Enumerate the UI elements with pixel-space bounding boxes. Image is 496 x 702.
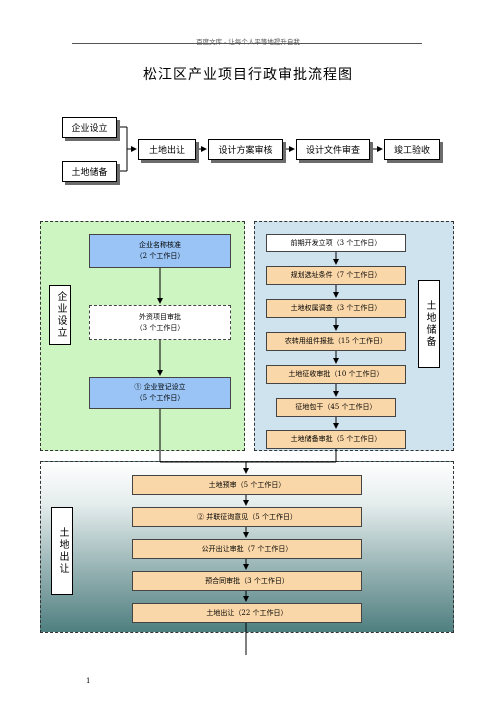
step-name: 企业名称核准	[139, 241, 181, 249]
top-land-transfer-box: 土地出让	[138, 139, 196, 160]
enterprise-step-3: ① 企业登记设立 （5 个工作日）	[89, 377, 231, 409]
land-transfer-step-2: ② 并联征询意见（5 个工作日）	[132, 507, 362, 527]
land-reserve-step-5: 土地征收审批（10 个工作日）	[266, 365, 406, 384]
land-reserve-step-6: 征地包干（45 个工作日）	[276, 398, 396, 417]
enterprise-step-1: 企业名称核准 （2 个工作日）	[89, 234, 231, 268]
land-reserve-step-7: 土地储备审批（5 个工作日）	[266, 430, 406, 449]
land-reserve-step-1: 前期开发立项（3 个工作日）	[266, 234, 406, 252]
enterprise-section-label: 企业设立	[49, 285, 71, 345]
land-transfer-step-4: 预合同审批（3 个工作日）	[132, 571, 362, 591]
land-transfer-step-3: 公开出让审批（7 个工作日）	[132, 539, 362, 559]
page-number: 1	[86, 677, 91, 685]
top-design-doc-review-box: 设计文件审查	[296, 139, 370, 160]
land-transfer-step-5: 土地出让（22 个工作日）	[132, 603, 362, 623]
top-completion-box: 竣工验收	[384, 139, 440, 160]
step-name: ① 企业登记设立	[134, 383, 186, 391]
land-transfer-section-label: 土地出让	[51, 507, 73, 595]
page-header-watermark: 百度文库 - 让每个人平等地提升自我	[196, 38, 300, 46]
header-divider	[72, 43, 422, 44]
page-title: 松江区产业项目行政审批流程图	[143, 67, 353, 83]
top-design-review-box: 设计方案审核	[208, 139, 283, 160]
step-days: （5 个工作日）	[135, 394, 185, 402]
land-reserve-section-label: 土地储备	[418, 280, 440, 368]
land-reserve-step-2: 规划选址条件（7 个工作日）	[266, 266, 406, 285]
land-reserve-step-4: 农转用组件报批（15 个工作日）	[266, 332, 406, 351]
top-land-reserve-box: 土地储备	[62, 161, 117, 182]
land-transfer-step-1: 土地预审（5 个工作日）	[132, 475, 362, 495]
top-enterprise-box: 企业设立	[62, 117, 117, 138]
enterprise-step-2: 外资项目审批 （3 个工作日）	[89, 305, 231, 340]
step-days: （2 个工作日）	[135, 252, 185, 260]
land-reserve-step-3: 土地权属调查（3 个工作日）	[266, 299, 406, 318]
step-name: 外资项目审批	[139, 312, 181, 321]
step-days: （3 个工作日）	[135, 323, 185, 332]
